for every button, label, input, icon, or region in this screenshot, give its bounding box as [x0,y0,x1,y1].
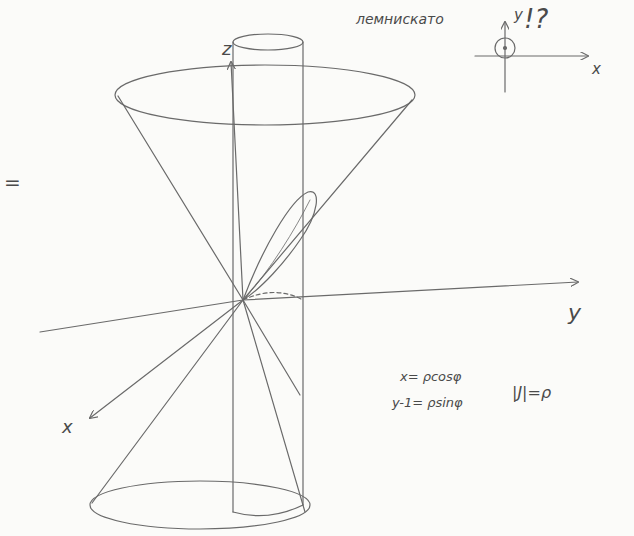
cone-edge [118,96,243,300]
axis-back [40,300,243,332]
lobe-shadow [246,200,310,297]
cone-rim [90,481,310,529]
formula: |J|=ρ [512,385,551,401]
axis-back [243,300,300,395]
cylinder-bottom [233,505,303,516]
lemniscate-lobe [243,192,316,300]
cone-edge [92,300,243,503]
axis-label: x [62,418,73,436]
axis-label: z [222,40,231,58]
x-axis [90,300,243,418]
axis-label: x [592,62,601,77]
inset-axis [475,55,588,56]
cone-edge [243,300,305,512]
cylinder-side [302,42,303,505]
note: !? [524,6,548,32]
cone-rim [115,65,415,125]
axis-label: y [514,8,523,23]
formula: x= ρcosφ [400,370,461,383]
inset-circle [495,38,515,58]
y-axis [243,282,578,300]
axis-label: y [568,302,581,324]
cylinder-top [233,34,303,50]
formula: y-1= ρsinφ [392,396,463,409]
cone-edge [243,100,412,300]
cylinder-side [232,42,233,512]
note: лемнискато [356,12,444,26]
inset-axis [504,22,505,92]
note: = [4,172,21,192]
inset-dot [504,47,507,50]
